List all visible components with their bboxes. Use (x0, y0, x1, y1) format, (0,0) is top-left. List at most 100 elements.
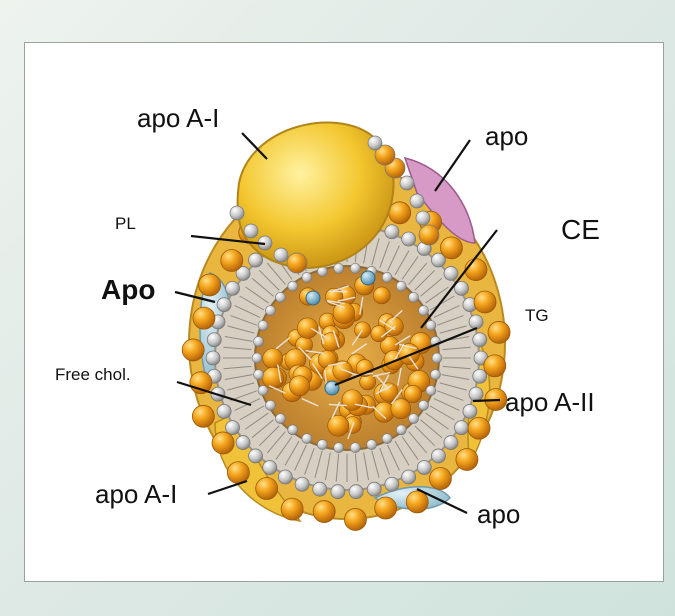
cholesteryl-ester-bead (375, 497, 397, 519)
tg-molecule (361, 271, 375, 285)
cholesteryl-ester-bead (182, 339, 204, 361)
phospholipid-head-inner (317, 440, 327, 450)
phospholipid-head (431, 449, 445, 463)
core-lipid-bead (354, 322, 370, 338)
phospholipid-head-inner (426, 386, 436, 396)
phospholipid-head-inner (350, 263, 360, 273)
label-ce: CE (561, 214, 600, 245)
phospholipid-head (226, 281, 240, 295)
label-apo-a1-top: apo A-I (137, 103, 219, 133)
cholesteryl-ester-bead (488, 321, 510, 343)
phospholipid-head-inner (288, 425, 298, 435)
lipoprotein-diagram: apo A-I apo PL CE Apo TG Free chol. apo … (25, 43, 665, 583)
phospholipid-head (402, 232, 416, 246)
label-apo-bottom-right: apo (477, 499, 520, 529)
cholesteryl-ester-bead (193, 307, 215, 329)
phospholipid-head-inner (367, 440, 377, 450)
phospholipid-head-inner (334, 443, 344, 453)
phospholipid-head (313, 482, 327, 496)
phospholipid-head-inner (396, 281, 406, 291)
phospholipid-head (454, 421, 468, 435)
phospholipid-head (295, 477, 309, 491)
phospholipid-head (469, 315, 483, 329)
phospholipid-head-inner (254, 370, 264, 380)
cholesteryl-ester-bead (389, 202, 411, 224)
phospholipid-head (278, 470, 292, 484)
diagram-frame: apo A-I apo PL CE Apo TG Free chol. apo … (24, 42, 664, 582)
cholesteryl-ester-bead (344, 508, 366, 530)
phospholipid-head (444, 436, 458, 450)
cholesteryl-ester-bead (199, 274, 221, 296)
label-apo-a1-bottom: apo A-I (95, 479, 177, 509)
phospholipid-head-inner (432, 353, 442, 363)
phospholipid-head (473, 333, 487, 347)
surface-bead (400, 176, 414, 190)
label-apo-top-right: apo (485, 121, 528, 151)
cholesteryl-ester-bead (465, 259, 487, 281)
label-tg: TG (525, 306, 549, 325)
surface-bead (244, 224, 258, 238)
phospholipid-head-inner (265, 306, 275, 316)
phospholipid-head (367, 482, 381, 496)
cholesteryl-ester-bead (192, 405, 214, 427)
phospholipid-head (444, 266, 458, 280)
phospholipid-head (217, 298, 231, 312)
cholesteryl-ester-bead (221, 249, 243, 271)
cholesteryl-ester-bead (429, 468, 451, 490)
phospholipid-head (249, 449, 263, 463)
phospholipid-head (263, 460, 277, 474)
surface-bead (230, 206, 244, 220)
phospholipid-head (207, 333, 221, 347)
surface-bead (419, 225, 439, 245)
core-lipid-bead (404, 385, 421, 402)
phospholipid-head (206, 351, 220, 365)
phospholipid-head (331, 485, 345, 499)
cholesteryl-ester-bead (256, 478, 278, 500)
core-lipid-bead (289, 376, 309, 396)
phospholipid-head (417, 460, 431, 474)
phospholipid-head-inner (254, 336, 264, 346)
leader-apo-a2 (473, 400, 500, 401)
phospholipid-head-inner (275, 292, 285, 302)
phospholipid-head-inner (419, 400, 429, 410)
cholesteryl-ester-bead (474, 291, 496, 313)
cholesteryl-ester-bead (281, 498, 303, 520)
surface-bead (274, 248, 288, 262)
phospholipid-head (236, 436, 250, 450)
phospholipid-head-inner (430, 370, 440, 380)
core-lipid-bead (263, 349, 283, 369)
phospholipid-head (349, 485, 363, 499)
surface-bead (368, 136, 382, 150)
phospholipid-head-inner (258, 386, 268, 396)
core-lipid-bead (328, 415, 349, 436)
cholesteryl-ester-bead (456, 448, 478, 470)
phospholipid-head-inner (252, 353, 262, 363)
phospholipid-head (217, 404, 231, 418)
core-lipid-bead (371, 326, 387, 342)
phospholipid-head (469, 387, 483, 401)
phospholipid-head (249, 253, 263, 267)
phospholipid-head-inner (426, 320, 436, 330)
surface-bead (410, 194, 424, 208)
phospholipid-head (385, 225, 399, 239)
phospholipid-head (385, 477, 399, 491)
cholesteryl-ester-bead (440, 237, 462, 259)
phospholipid-head-inner (275, 414, 285, 424)
phospholipid-head-inner (409, 414, 419, 424)
core-lipid-bead (342, 390, 363, 411)
phospholipid-head (473, 369, 487, 383)
phospholipid-head-inner (382, 272, 392, 282)
label-free-chol: Free chol. (55, 365, 131, 384)
phospholipid-head-inner (265, 400, 275, 410)
leader-apo-top-right (435, 140, 470, 191)
phospholipid-head-inner (396, 425, 406, 435)
surface-bead (287, 253, 307, 273)
phospholipid-head-inner (302, 272, 312, 282)
phospholipid-head (463, 404, 477, 418)
cholesteryl-ester-bead (313, 501, 335, 523)
cholesteryl-ester-bead (406, 491, 428, 513)
label-apo-bold: Apo (101, 274, 155, 305)
cholesteryl-ester-bead (468, 417, 490, 439)
phospholipid-head-inner (258, 320, 268, 330)
cholesteryl-ester-bead (484, 355, 506, 377)
